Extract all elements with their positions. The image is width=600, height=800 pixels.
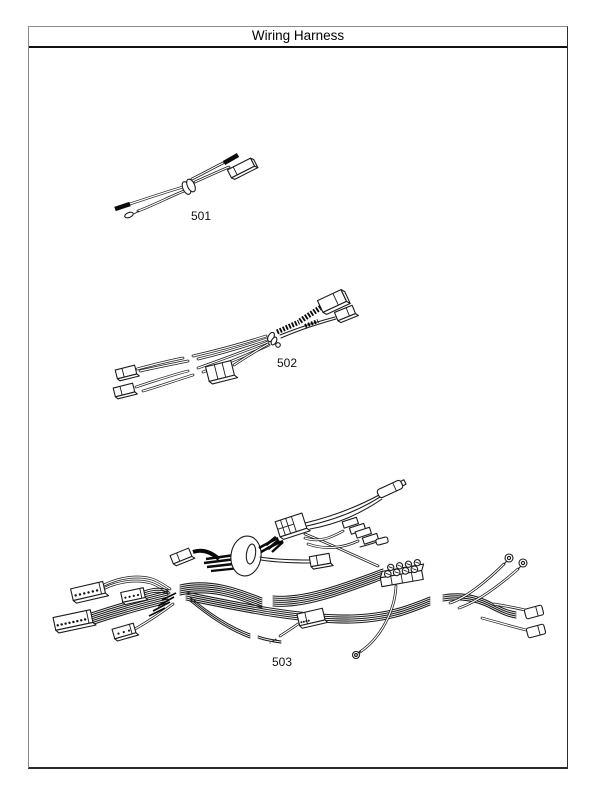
connector-503-b: [52, 609, 97, 634]
harness-503-drawing: [52, 479, 547, 660]
clamp-502: [267, 331, 281, 348]
page-title: Wiring Harness: [251, 28, 345, 43]
connector-503-f: [308, 552, 334, 570]
grommet-503: [230, 535, 262, 577]
connector-503-r1: [523, 604, 545, 620]
connector-503-d: [111, 622, 140, 642]
connector-503-g: [169, 547, 196, 567]
ring-terminal-503-n2: [517, 558, 528, 570]
diagram-title-bar: Wiring Harness: [29, 27, 567, 48]
ring-terminal-503-n1: [503, 553, 514, 565]
connector-503-block: [274, 512, 311, 540]
terminal-block-503: [379, 559, 425, 588]
connector-503-capsule: [376, 479, 407, 499]
terminal-501-lower: [124, 210, 140, 219]
connector-501-right: [226, 157, 259, 180]
connector-503-bullet: [375, 536, 389, 546]
ring-terminal-503-m: [351, 650, 362, 660]
connector-502-topright: [316, 289, 351, 315]
connector-502-left-2: [112, 382, 138, 400]
connector-503-a: [70, 580, 110, 604]
connector-503-spade-pair-1: [341, 516, 367, 535]
part-number-503: 503: [271, 655, 293, 669]
grommet-501: [181, 178, 196, 195]
connector-503-r2: [525, 623, 547, 639]
terminal-screws: [383, 559, 421, 578]
connector-503-e: [296, 607, 329, 629]
harness-502-drawing: [112, 289, 359, 400]
connector-502-center: [205, 360, 239, 385]
part-number-502: 502: [276, 356, 298, 370]
connector-503-spade-pair-2: [354, 526, 380, 545]
harness-501-drawing: [114, 153, 259, 219]
connector-503-c: [120, 587, 149, 606]
connector-502-right: [333, 304, 359, 324]
part-number-501: 501: [190, 209, 212, 223]
connector-502-left-1: [114, 364, 140, 382]
